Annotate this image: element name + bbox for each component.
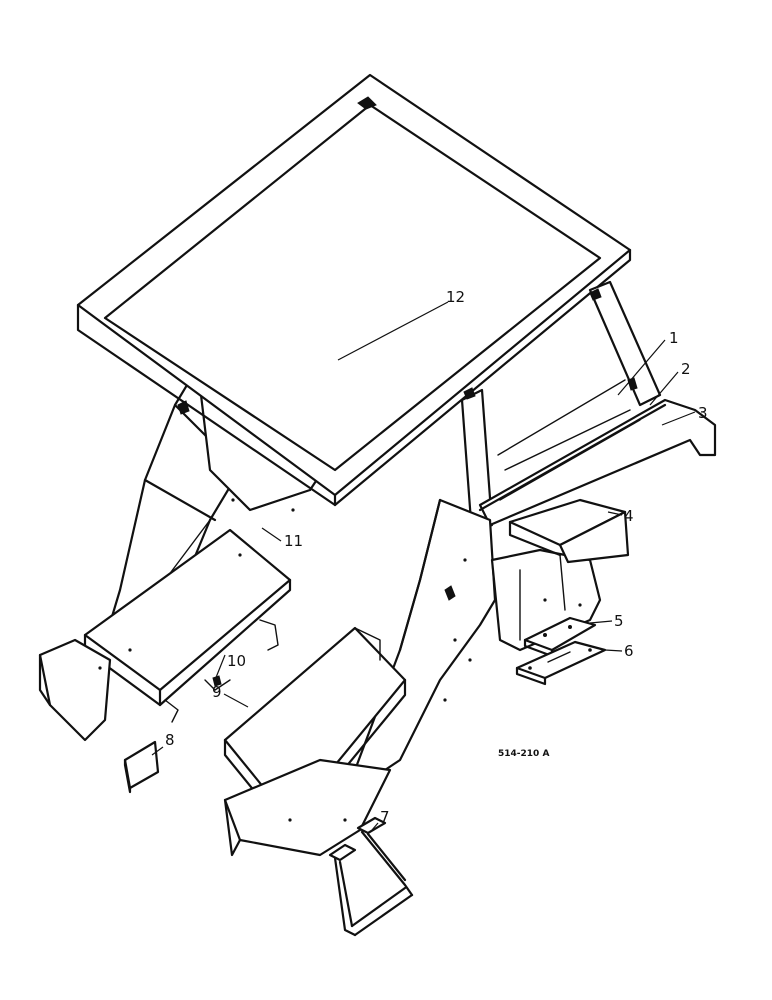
part-11-step-plate	[83, 528, 292, 707]
lower-right-bracket	[223, 758, 392, 857]
left-lower-bracket	[38, 638, 112, 742]
callout-11: 11	[284, 532, 303, 550]
right-side-structure	[353, 498, 497, 772]
callout-6: 6	[624, 642, 634, 660]
fender-rail	[478, 379, 717, 527]
part-4-toolbox	[508, 498, 630, 564]
roof-frame	[76, 73, 632, 507]
callout-8: 8	[165, 731, 175, 749]
callout-3: 3	[698, 404, 708, 422]
callout-12: 12	[446, 288, 465, 306]
part-8-plate	[123, 740, 160, 794]
callout-2: 2	[681, 360, 691, 378]
callout-1: 1	[669, 329, 679, 347]
callout-5: 5	[614, 612, 624, 630]
callout-9: 9	[212, 683, 222, 701]
callout-leaders	[151, 301, 696, 831]
callout-7: 7	[380, 808, 390, 826]
reference-code: 514-210 A	[498, 749, 549, 759]
front-pillar	[460, 280, 662, 537]
part-7-stirrup	[328, 816, 414, 937]
callout-10: 10	[227, 652, 246, 670]
callout-labels: 1 2 3 4 5 6 7 8 9 10 11 12	[165, 288, 708, 826]
callout-4: 4	[624, 507, 634, 525]
